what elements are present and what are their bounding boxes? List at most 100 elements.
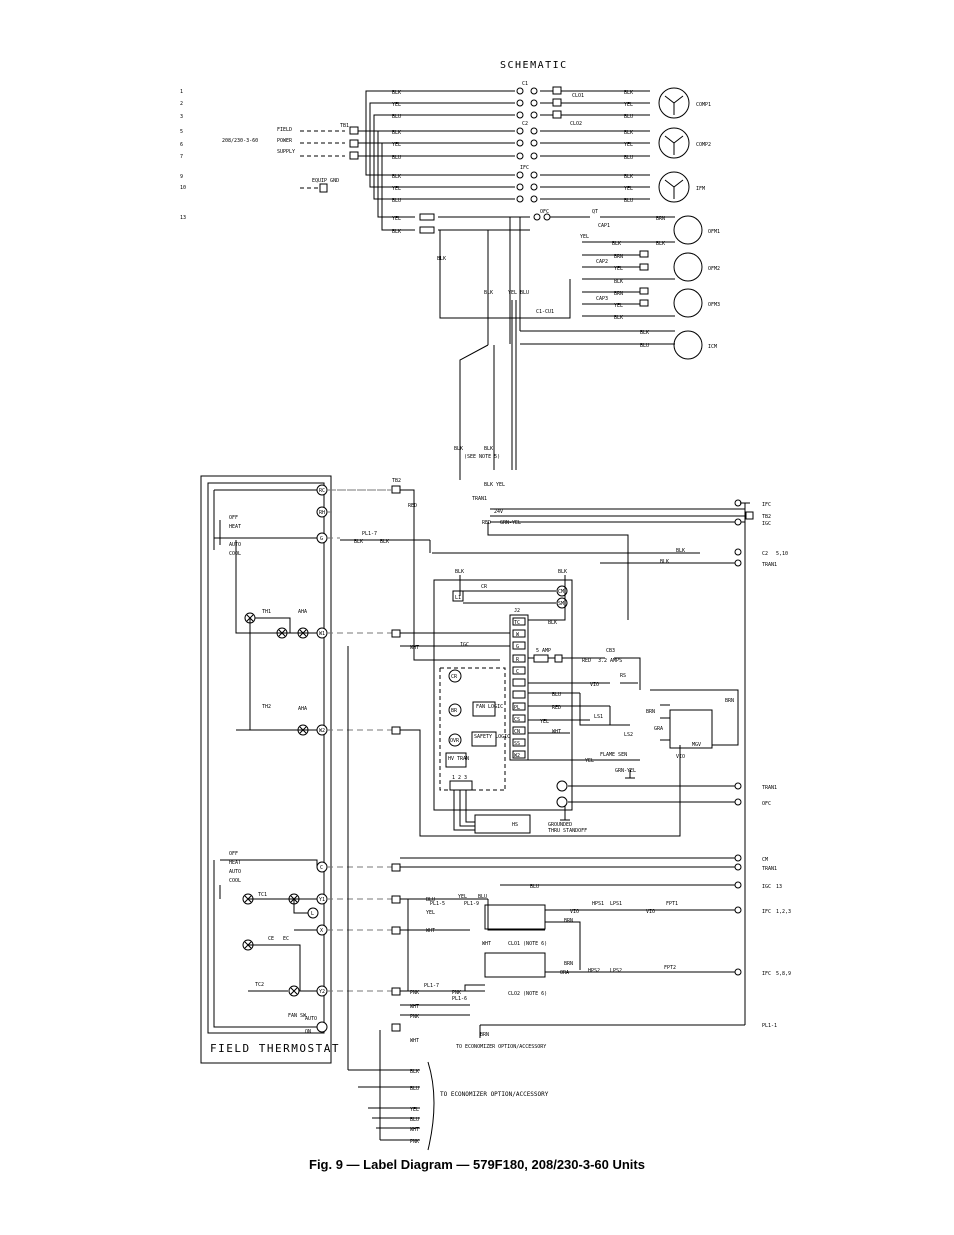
svg-text:RH: RH (319, 510, 325, 516)
svg-text:YEL: YEL (410, 1107, 419, 1113)
svg-text:FAN SW: FAN SW (288, 1013, 307, 1019)
c2-label: C2 (522, 121, 528, 127)
clo2-label: CLO2 (570, 121, 582, 127)
svg-text:CR: CR (451, 674, 458, 680)
svg-text:AHA: AHA (298, 609, 307, 615)
svg-text:VIO: VIO (676, 754, 685, 760)
tran1-label: TRAN1 (472, 496, 487, 502)
svg-text:TB2: TB2 (762, 514, 771, 520)
comp1-label: COMP1 (696, 102, 711, 108)
svg-text:YEL: YEL (392, 216, 401, 222)
svg-text:BLK: BLK (624, 174, 633, 180)
svg-text:BLU: BLU (478, 894, 487, 900)
svg-text:ON: ON (305, 1029, 311, 1035)
svg-text:PNK: PNK (410, 990, 419, 996)
vertical-control-wires: BLK BLK YEL BLU BLK BLK (SEE NOTE 5) BLK… (437, 256, 529, 502)
svg-text:5,8,9: 5,8,9 (776, 971, 791, 977)
line-numbers: 1 2 3 5 6 7 9 10 13 (180, 89, 186, 221)
line-number: 6 (180, 142, 183, 148)
cb3-rating: 3.2 AMPS (598, 658, 622, 664)
svg-text:RED: RED (582, 658, 591, 664)
svg-text:RED: RED (552, 705, 561, 711)
line-number: 9 (180, 174, 183, 180)
svg-text:FPT2: FPT2 (664, 965, 676, 971)
ofm1-motor (673, 215, 703, 245)
svg-text:VIO: VIO (646, 909, 655, 915)
svg-text:TRAN1: TRAN1 (762, 866, 777, 872)
svg-text:YEL: YEL (392, 102, 401, 108)
svg-text:BRN: BRN (614, 254, 623, 260)
svg-text:OFC: OFC (762, 801, 771, 807)
svg-text:YEL: YEL (426, 910, 435, 916)
svg-text:BLK: BLK (392, 174, 401, 180)
svg-text:BLK: BLK (660, 559, 669, 565)
svg-text:BLK: BLK (484, 446, 493, 452)
svg-text:YEL: YEL (624, 142, 633, 148)
svg-text:BLK: BLK (455, 569, 464, 575)
svg-text:FPT1: FPT1 (666, 901, 678, 907)
field-thermostat: FIELD THERMOSTAT RC RH G W1 W2 C Y1 X Y2… (200, 475, 338, 1064)
svg-text:Y1: Y1 (319, 897, 325, 903)
svg-text:AHA: AHA (298, 706, 307, 712)
svg-text:BLK: BLK (624, 90, 633, 96)
cap3-label: CAP3 (596, 296, 608, 302)
clo1-label: CLO1 (572, 93, 584, 99)
svg-text:TRAN1: TRAN1 (762, 785, 777, 791)
c1-cu1-label: C1-CU1 (536, 309, 554, 315)
svg-text:TH2: TH2 (262, 704, 271, 710)
ifm-label: IFM (696, 186, 705, 192)
ground-terminal (319, 183, 328, 193)
svg-text:HEAT: HEAT (229, 524, 241, 530)
comp2-motor (658, 127, 690, 159)
svg-text:TC: TC (514, 620, 520, 626)
svg-text:RED: RED (482, 520, 491, 526)
svg-text:CN: CN (514, 729, 520, 735)
line-number: 2 (180, 101, 183, 107)
svg-text:WHT: WHT (410, 1004, 419, 1010)
c1-label: C1 (522, 81, 528, 87)
field-label: FIELD (277, 127, 292, 133)
svg-text:YEL: YEL (614, 303, 623, 309)
svg-text:YEL: YEL (580, 234, 589, 240)
svg-text:YEL: YEL (624, 102, 633, 108)
cap2-label: CAP2 (596, 259, 608, 265)
svg-text:BLK: BLK (392, 90, 401, 96)
svg-text:W1: W1 (319, 631, 325, 637)
svg-text:1: 1 (452, 775, 455, 781)
svg-text:BRN: BRN (646, 709, 655, 715)
svg-text:OVR: OVR (450, 738, 460, 744)
power-label: POWER (277, 138, 293, 144)
svg-text:QT: QT (592, 209, 598, 215)
standoff-label: THRU STANDOFF (548, 828, 587, 834)
svg-text:PL1-6: PL1-6 (452, 996, 467, 1002)
thermostat-wiring: PL1-7 BLK BLK WHT (327, 489, 681, 1070)
svg-text:WHT: WHT (410, 645, 419, 651)
svg-text:IFC: IFC (762, 502, 771, 508)
svg-text:COOL: COOL (229, 551, 241, 557)
tb2-label: TB2 (392, 478, 401, 484)
svg-text:BLU: BLU (530, 884, 539, 890)
svg-text:BRN: BRN (725, 698, 734, 704)
svg-text:EC: EC (283, 936, 289, 942)
icm-label: ICM (708, 344, 717, 350)
svg-text:BLU: BLU (640, 343, 649, 349)
svg-text:YEL: YEL (458, 894, 467, 900)
svg-text:CM: CM (762, 857, 768, 863)
icm-motor (673, 330, 703, 360)
svg-text:BLU: BLU (624, 198, 633, 204)
svg-text:BLK: BLK (640, 330, 649, 336)
contactors: C1 C2 IFC CLO1 CLO2 (516, 81, 584, 203)
line-number: 5 (180, 129, 183, 135)
svg-text:FAN LOGIC: FAN LOGIC (476, 704, 503, 710)
ofm3-motor (673, 288, 703, 318)
svg-text:PL1-7: PL1-7 (362, 531, 377, 537)
cap1-label: CAP1 (598, 223, 610, 229)
svg-text:WHT: WHT (426, 928, 435, 934)
tb1-label: TB1 (340, 123, 349, 129)
svg-text:W2: W2 (319, 728, 325, 734)
thermostat-outer (200, 475, 332, 1064)
igc-outline (433, 579, 573, 811)
ls1-label: LS1 (594, 714, 603, 720)
